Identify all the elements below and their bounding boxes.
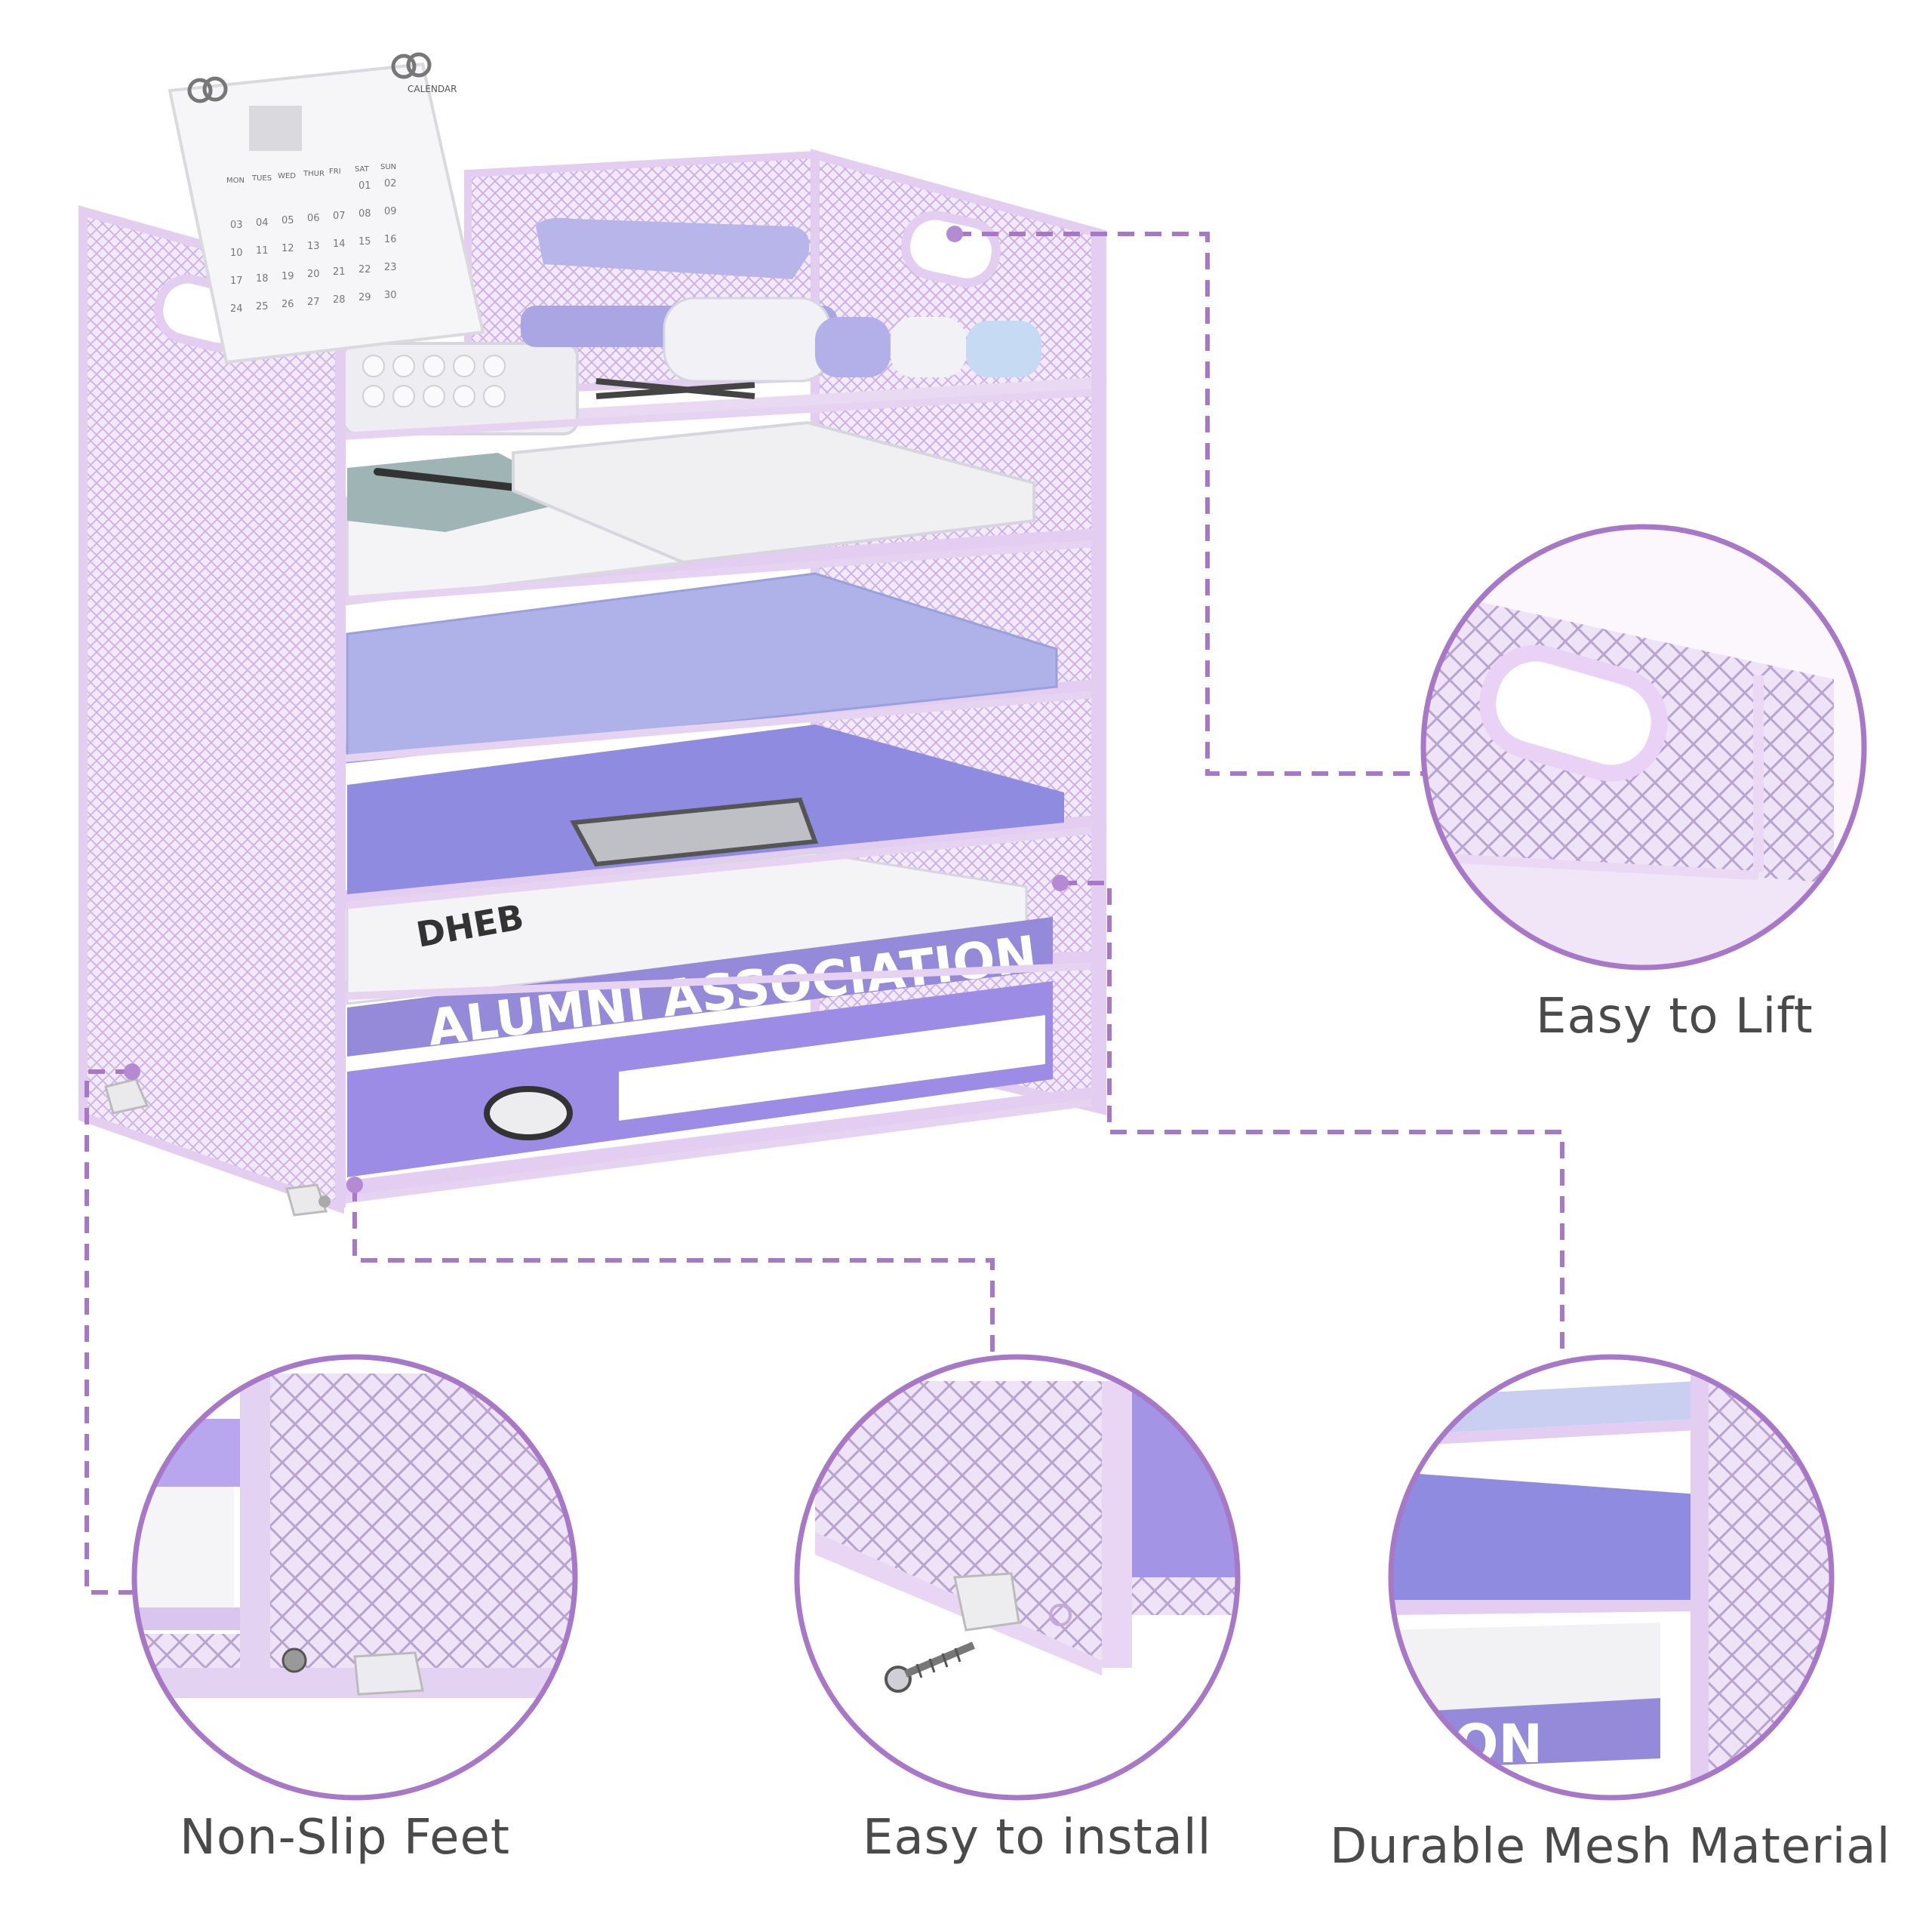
calendar-day: 12 xyxy=(281,243,294,254)
calendar-day: 04 xyxy=(256,217,269,229)
caption-easy-to-lift: Easy to Lift xyxy=(1536,989,1814,1044)
calendar-weekday: TUES xyxy=(251,174,272,183)
screw-head xyxy=(318,1195,331,1208)
foot-screw xyxy=(281,1647,307,1673)
clipboard-clip xyxy=(570,797,819,867)
binder-label-strip xyxy=(619,1015,1045,1121)
foot-left-back xyxy=(104,1078,149,1115)
white-folder-right xyxy=(512,420,1035,565)
highlighters xyxy=(663,297,1041,383)
callout-dots xyxy=(124,226,1069,1193)
calendar-day: 14 xyxy=(333,238,346,250)
callout-lines xyxy=(85,232,1564,1595)
left-side-panel xyxy=(78,205,344,1214)
calendar-day: 03 xyxy=(230,220,243,231)
calendar-day: 13 xyxy=(307,241,320,252)
calendar-day: 05 xyxy=(281,215,294,226)
right-handle-cutout xyxy=(901,211,1001,288)
caption-non-slip-feet: Non-Slip Feet xyxy=(180,1810,510,1866)
calendar-day: 19 xyxy=(281,271,294,282)
scissors xyxy=(595,378,755,399)
calendar-day: 25 xyxy=(256,301,269,312)
zoom-non-slip-feet xyxy=(131,1354,578,1801)
calendar-weekday: FRI xyxy=(329,168,341,176)
calendar-weekday: THUR xyxy=(303,170,325,178)
calendar-day: 18 xyxy=(256,273,269,285)
foot-left-front xyxy=(285,1183,328,1217)
lavender-folder xyxy=(346,572,1058,764)
calendar-day: 24 xyxy=(230,303,243,315)
calendar-day: 26 xyxy=(281,299,294,310)
calendar-day: 15 xyxy=(358,236,371,248)
caption-easy-to-install: Easy to install xyxy=(863,1810,1212,1866)
handle-cutout-zoom xyxy=(1479,645,1668,782)
calendar-day: 10 xyxy=(230,248,243,259)
calendar-day: 07 xyxy=(333,211,346,222)
install-hole xyxy=(1049,1604,1072,1626)
callout-line-lift xyxy=(955,232,1426,776)
calendar-day: 28 xyxy=(333,294,346,306)
calendar-day: 20 xyxy=(307,269,320,280)
pen xyxy=(374,468,532,493)
caption-durable-mesh-material: Durable Mesh Material xyxy=(1330,1819,1891,1875)
calendar-days: 01 02 03 04 05 06 07 08 09 10 11 12 13 14 15 16 17 18 19 20… xyxy=(230,178,397,315)
calendar-day: 02 xyxy=(384,178,397,189)
calendar-day: 21 xyxy=(333,266,346,278)
calendar-day: 17 xyxy=(230,275,243,287)
zoom-easy-to-install xyxy=(794,1354,1241,1801)
calendar-weekday: MON xyxy=(226,177,245,185)
calendar-day: 09 xyxy=(384,206,397,217)
calendar-day: 16 xyxy=(384,234,397,245)
calculator-keys xyxy=(362,355,506,408)
desk-file-organizer: DHEB ALUMNI ASSOCIATION xyxy=(78,52,1106,1217)
calendar-weekday: SUN xyxy=(380,163,396,171)
calendar-day: 22 xyxy=(358,264,371,275)
calendar-day: 27 xyxy=(307,297,320,308)
alumni-book-spine xyxy=(347,917,1053,1057)
calendar-day: 01 xyxy=(358,180,371,192)
calendar-day: 08 xyxy=(358,208,371,220)
calendar-weekday: SAT xyxy=(355,165,370,174)
calendar-day: 29 xyxy=(358,292,371,303)
front-shelf-edges xyxy=(343,389,1095,1204)
install-foot xyxy=(953,1572,1020,1632)
screw xyxy=(884,1641,975,1693)
binder-ring xyxy=(484,1086,573,1140)
callout-line-mesh xyxy=(1060,881,1564,1358)
callout-line-install xyxy=(352,1185,995,1358)
callout-line-feet xyxy=(85,1069,136,1595)
calendar-day: 06 xyxy=(307,213,320,224)
zoom-easy-to-lift xyxy=(1420,524,1867,971)
zoom-durable-mesh: ION xyxy=(1388,1354,1835,1801)
calendar-day: 30 xyxy=(384,290,397,301)
calendar-day: 11 xyxy=(256,245,269,257)
calendar-weekdays: MON TUES WED THUR FRI SAT SUN xyxy=(226,163,396,185)
mesh-zoom-text: ION xyxy=(1434,1713,1543,1775)
stapler xyxy=(536,217,810,279)
rubber-foot xyxy=(353,1651,424,1696)
calendar-label: CALENDAR xyxy=(408,84,457,94)
calendar-weekday: WED xyxy=(278,172,296,180)
calendar-day: 23 xyxy=(384,262,397,273)
